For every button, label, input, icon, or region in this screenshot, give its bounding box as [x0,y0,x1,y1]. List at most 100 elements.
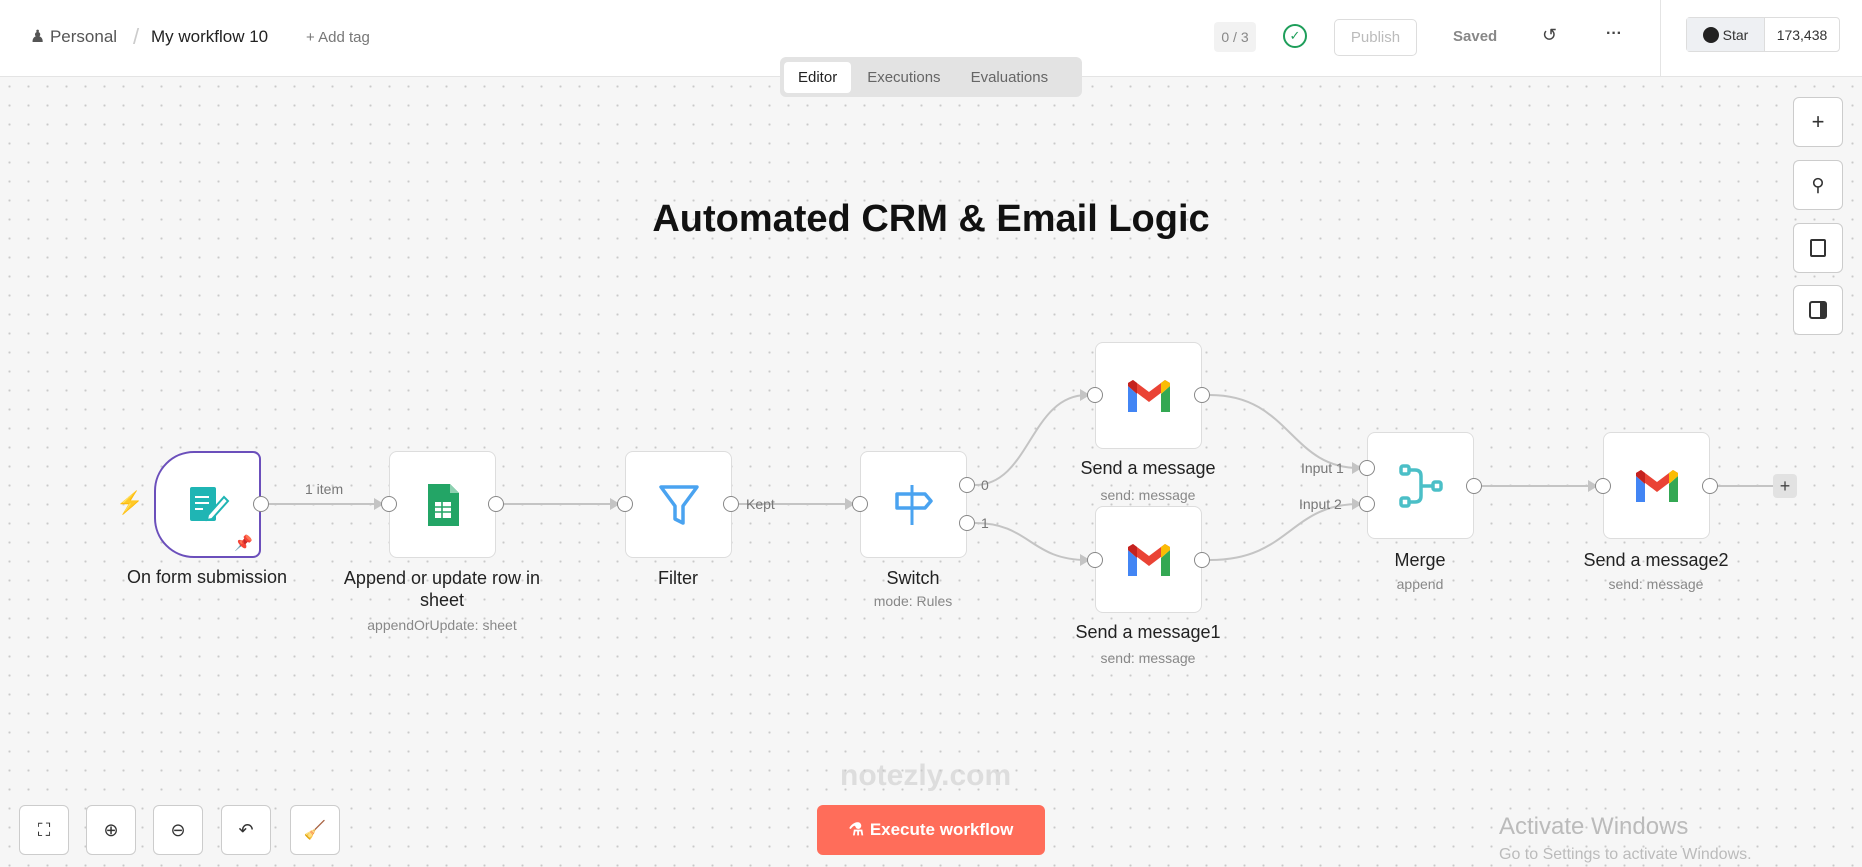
node-label: On form submission [126,567,288,587]
input-handle[interactable] [1087,552,1103,568]
output-handle[interactable] [723,496,739,512]
output-handle[interactable] [253,496,269,512]
input-handle-1[interactable] [1359,460,1375,476]
tab-executions[interactable]: Executions [867,68,941,86]
star-label: Star [1722,26,1749,43]
input-handle[interactable] [617,496,633,512]
execute-workflow-button[interactable]: ⚗ Execute workflow [817,805,1045,855]
zoom-in-icon: ⊕ [103,819,119,840]
check-circle-icon: ✓ [1283,24,1307,48]
star-count[interactable]: 173,438 [1776,26,1828,43]
zoom-out-button[interactable]: ⊖ [153,805,203,855]
node-filter[interactable] [625,451,732,558]
filter-icon [658,484,699,525]
plus-icon: + [1811,109,1825,134]
trigger-bolt-icon: ⚡ [116,490,144,515]
pin-icon: 📌 [234,535,253,552]
edge-label-kept: Kept [746,496,775,512]
project-label: Personal [49,27,118,46]
node-subtitle: send: message [1100,487,1196,503]
node-form-trigger[interactable]: 📌 [154,451,261,558]
publish-button[interactable]: Publish [1334,19,1417,56]
node-label: Send a message2 [1583,550,1729,570]
github-icon [1702,26,1719,43]
add-node-panel-button[interactable]: + [1793,97,1843,147]
input-handle[interactable] [1595,478,1611,494]
input-handle[interactable] [852,496,868,512]
google-sheets-icon [427,483,459,526]
node-subtitle: append [1396,576,1444,592]
node-label: Send a message [1080,458,1216,478]
zoom-in-button[interactable]: ⊕ [86,805,136,855]
edge-switch-msg1 [974,522,1088,561]
add-tag-button[interactable]: + Add tag [306,29,370,46]
output-handle[interactable] [1194,552,1210,568]
toggle-panel-button[interactable] [1793,285,1843,335]
output-handle-1[interactable] [959,515,975,531]
node-subtitle: send: message [1100,650,1196,666]
output-handle[interactable] [1466,478,1482,494]
node-google-sheets[interactable] [389,451,496,558]
saved-status: Saved [1453,28,1498,45]
history-icon[interactable]: ↺ [1542,25,1558,45]
execute-label: Execute workflow [869,820,1014,839]
output-handle[interactable] [488,496,504,512]
broom-icon: 🧹 [303,819,327,840]
node-gmail-send2[interactable] [1603,432,1710,539]
undo-button[interactable]: ↶ [221,805,271,855]
gmail-icon [1127,543,1170,576]
output-handle[interactable] [1194,387,1210,403]
form-icon [189,486,229,521]
sticky-note-button[interactable] [1793,223,1843,273]
output-handle[interactable] [1702,478,1718,494]
workflow-name[interactable]: My workflow 10 [151,27,269,46]
view-tabs: Editor Executions Evaluations [780,57,1082,97]
counter-badge: 0 / 3 [1214,22,1256,52]
node-subtitle: appendOrUpdate: sheet [367,617,517,633]
star-button[interactable]: Star [1687,18,1765,51]
undo-icon: ↶ [238,819,254,840]
add-node-button[interactable]: + [1773,474,1797,498]
node-label: Switch [886,568,940,588]
tidy-up-button[interactable]: 🧹 [290,805,340,855]
search-icon: ⚲ [1811,174,1825,195]
windows-activation-subtitle: Go to Settings to activate Windows. [1499,846,1752,863]
flask-icon: ⚗ [848,820,864,839]
node-merge[interactable] [1367,432,1474,539]
input-handle-2[interactable] [1359,496,1375,512]
windows-activation-title: Activate Windows [1499,813,1689,840]
input-handle[interactable] [381,496,397,512]
output-label-1: 1 [981,515,989,531]
gmail-icon [1127,379,1170,412]
divider [1660,0,1661,77]
zoom-out-icon: ⊖ [170,819,186,840]
search-nodes-button[interactable]: ⚲ [1793,160,1843,210]
breadcrumb-separator: / [133,24,140,49]
output-handle-0[interactable] [959,477,975,493]
node-subtitle: mode: Rules [873,593,953,609]
signpost-icon [894,484,933,525]
gmail-icon [1635,469,1678,502]
more-options-button[interactable]: ··· [1606,25,1622,42]
node-label: Merge [1394,550,1446,570]
edge-label-items: 1 item [305,481,344,497]
tab-evaluations[interactable]: Evaluations [970,68,1049,86]
input-label-1: Input 1 [1301,460,1344,476]
fit-view-button[interactable]: ⛶ [19,805,69,855]
sticky-note-icon [1810,239,1826,257]
input-handle[interactable] [1087,387,1103,403]
node-label: Filter [658,568,698,588]
panel-icon [1809,301,1827,319]
node-subtitle: send: message [1608,576,1704,592]
tab-editor[interactable]: Editor [784,61,852,93]
node-label: Send a message1 [1075,622,1221,642]
edge-msg1-merge [1209,503,1360,561]
input-label-2: Input 2 [1299,496,1342,512]
sticky-note-title: Automated CRM & Email Logic [652,198,1210,240]
project-breadcrumb[interactable]: ♟ Personal [30,27,118,46]
github-star-widget[interactable]: Star 173,438 [1686,17,1840,52]
node-switch[interactable] [860,451,967,558]
node-gmail-send[interactable] [1095,342,1202,449]
node-gmail-send1[interactable] [1095,506,1202,613]
